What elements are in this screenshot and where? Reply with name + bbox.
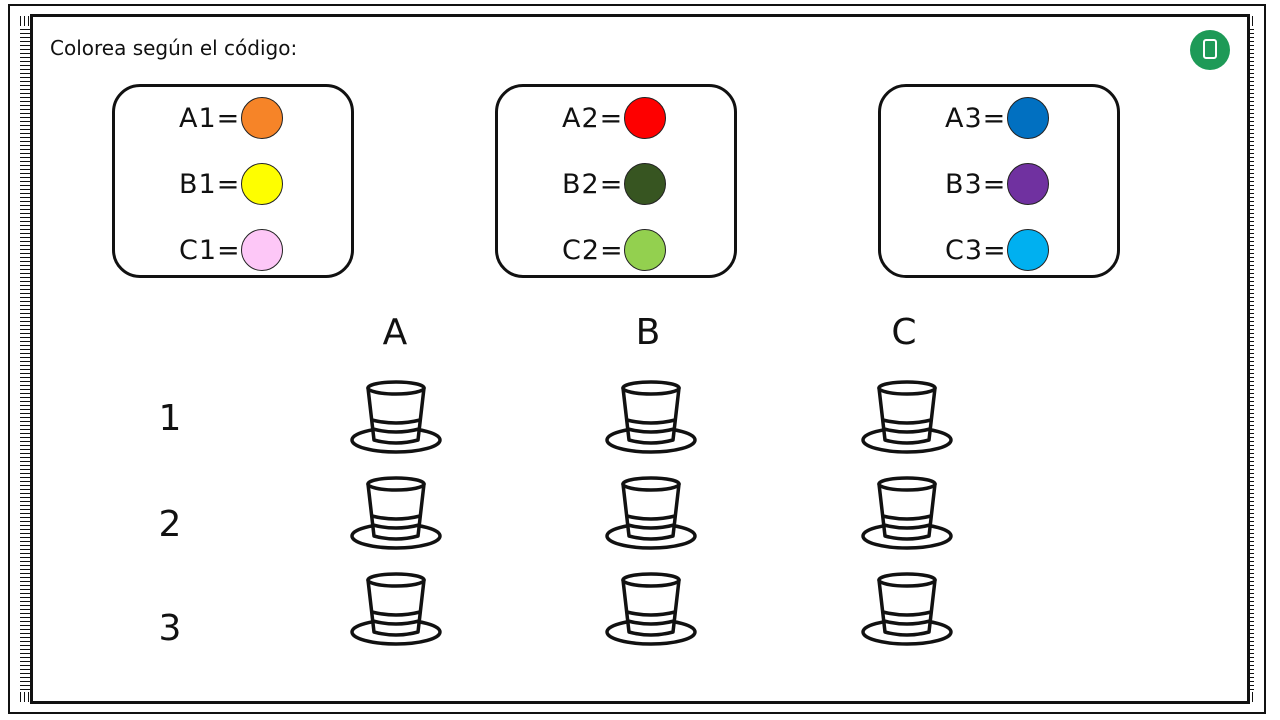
legend-label: B1= [179,169,241,200]
top-hat-icon [859,474,955,554]
legend-label: A2= [562,103,624,134]
color-swatch [241,229,283,271]
column-label-c: C [891,312,917,353]
color-swatch [624,97,666,139]
row-label-3: 3 [158,608,182,649]
column-label-a: A [382,312,408,353]
row-label-1: 1 [158,398,182,439]
legend-row: B1= [115,163,351,207]
legend-row: C1= [115,229,351,273]
legend-row: B3= [881,163,1117,207]
legend-row: C2= [498,229,734,273]
legend-label: C2= [562,235,624,266]
row-label-2: 2 [158,504,182,545]
top-hat-icon [859,378,955,458]
top-hat-icon [603,474,699,554]
top-hat-icon [603,378,699,458]
legend-label: C3= [945,235,1007,266]
legend-label: C1= [179,235,241,266]
legend-label: B3= [945,169,1007,200]
legend-label: B2= [562,169,624,200]
instruction-title: Colorea según el código: [50,36,298,60]
top-hat-icon [859,570,955,650]
legend-row: A2= [498,97,734,141]
color-swatch [241,97,283,139]
top-hat-icon [603,570,699,650]
column-label-b: B [635,312,661,353]
pencil-mark-icon [1203,39,1217,59]
legend-row: B2= [498,163,734,207]
color-swatch [1007,163,1049,205]
green-circle-logo-icon [1190,30,1230,70]
legend-box-1: A1= B1= C1= [112,84,354,278]
legend-box-3: A3= B3= C3= [878,84,1120,278]
color-swatch [624,163,666,205]
color-swatch [624,229,666,271]
legend-row: A3= [881,97,1117,141]
legend-row: A1= [115,97,351,141]
color-swatch [1007,97,1049,139]
legend-label: A3= [945,103,1007,134]
top-hat-icon [348,474,444,554]
color-swatch [1007,229,1049,271]
legend-box-2: A2= B2= C2= [495,84,737,278]
legend-row: C3= [881,229,1117,273]
top-hat-icon [348,378,444,458]
top-hat-icon [348,570,444,650]
legend-label: A1= [179,103,241,134]
color-swatch [241,163,283,205]
